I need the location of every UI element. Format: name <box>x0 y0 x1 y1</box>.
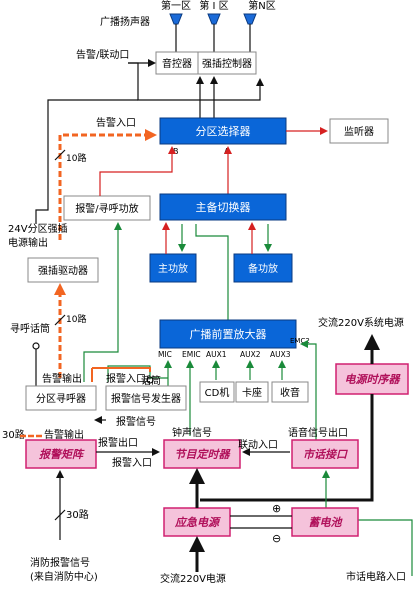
alarm-generator-box <box>105 385 187 411</box>
routes-10-mid-label: 10路 <box>66 313 86 325</box>
program-timer-label: 节目定时器 <box>175 448 232 461</box>
fire-alarm-line2: (来自消防中心) <box>30 570 98 583</box>
mic-icon <box>146 376 154 384</box>
emergency-power-box <box>163 507 231 537</box>
speaker-icon <box>243 13 257 25</box>
backup-amp-box <box>233 253 293 283</box>
port-a-label: A <box>224 147 230 156</box>
main-amp-box <box>149 253 197 283</box>
link-input-label: 联动入口 <box>238 439 278 451</box>
power-sequencer-label: 电源时序器 <box>345 373 402 386</box>
cd-label: CD机 <box>205 386 230 399</box>
cassette-label: 卡座 <box>242 386 262 399</box>
alarm-input-timer-label: 报警入口 <box>112 456 152 469</box>
battery-label: 蓄电池 <box>309 516 344 529</box>
alarm-matrix-box <box>25 439 97 469</box>
forced-driver-label: 强插驱动器 <box>38 264 88 277</box>
aux1-label: AUX1 <box>206 350 227 359</box>
speaker-zone-label: 第一区 <box>161 0 191 12</box>
speaker-icon <box>169 13 183 25</box>
speaker-icon <box>207 13 221 25</box>
alarm-output-2-label: 告警输出 <box>44 428 84 441</box>
alarm-output-1-label: 告警输出 <box>42 372 82 385</box>
alarm-signal-label: 报警信号 <box>116 415 156 428</box>
forced-power-output-line2: 电源输出 <box>8 236 48 249</box>
radio-label: 收音 <box>280 386 300 399</box>
zone-selector-box <box>159 117 287 145</box>
mic-icon <box>32 342 40 350</box>
speaker-zone-n: 第N区 <box>243 0 276 25</box>
forced-driver-box <box>27 257 99 283</box>
alarm-bus-top <box>58 129 157 240</box>
speaker-zone-1: 第一区 <box>161 0 191 25</box>
emc2-label: EMC2 <box>290 337 310 345</box>
radio-box <box>271 381 309 403</box>
cassette-box <box>235 381 269 403</box>
battery-box <box>291 507 359 537</box>
preamp-label: 广播前置放大器 <box>190 327 267 341</box>
speaker-zone-label: 第N区 <box>248 0 275 12</box>
forced-controller-box <box>197 51 257 75</box>
speakers-label: 广播扬声器 <box>100 15 150 28</box>
mic-small-label: 话筒 <box>141 374 161 387</box>
zone-pager-label: 分区寻呼器 <box>36 393 86 405</box>
forced-power-line <box>35 99 138 224</box>
routes-10-top-label: 10路 <box>66 152 86 164</box>
alarm-link-port-label: 告警/联动口 <box>76 48 129 61</box>
alarm-generator-label: 报警信号发生器 <box>111 392 181 405</box>
aux2-label: AUX2 <box>240 350 261 359</box>
routes-30-left-label: 30路 <box>2 428 25 441</box>
phone-interface-label: 市话接口 <box>303 448 348 461</box>
zone-pager-box <box>25 385 97 411</box>
voice-signal-out-label: 语音信号出口 <box>288 426 348 439</box>
cd-box <box>199 381 235 403</box>
monitor-box <box>329 118 389 144</box>
volume-controller-label: 音控器 <box>162 57 192 70</box>
phone-interface-box <box>291 439 359 469</box>
forced-controller-label: 强插控制器 <box>202 57 252 70</box>
main-amp-label: 主功放 <box>158 262 188 275</box>
master-switch-label: 主备切换器 <box>196 200 251 214</box>
port-b-label: B <box>173 147 179 156</box>
routes-30-bottom-label: 30路 <box>66 508 89 521</box>
forced-power-output-line1: 24V分区强插 <box>8 222 68 235</box>
program-timer-box <box>163 439 241 469</box>
backup-amp-label: 备功放 <box>248 262 278 275</box>
alarm-amp-box <box>63 195 151 221</box>
master-switch-box <box>159 193 287 221</box>
speaker-zone-label: 第 I 区 <box>199 0 228 12</box>
phone-line-in-label: 市话电路入口 <box>346 570 406 583</box>
alarm-matrix-label: 报警矩阵 <box>39 448 85 461</box>
preamp-box <box>159 319 297 349</box>
ac220-input-label: 交流220V电源 <box>160 572 226 585</box>
mic-in-label: MIC <box>158 350 172 359</box>
alarm-output-matrix-label: 报警出口 <box>98 436 138 449</box>
minus-label: ⊖ <box>272 532 281 545</box>
ac220-system-label: 交流220V系统电源 <box>318 316 404 329</box>
emergency-power-label: 应急电源 <box>174 516 221 529</box>
alarm-amp-label: 报警/寻呼功放 <box>75 202 138 215</box>
bell-signal-label: 钟声信号 <box>172 426 212 439</box>
plus-label: ⊕ <box>272 502 281 515</box>
alarm-input-gen-label: 报警入口 <box>106 372 146 385</box>
speaker-zone-i: 第 I 区 <box>199 0 229 25</box>
monitor-label: 监听器 <box>344 125 374 138</box>
aux3-label: AUX3 <box>270 350 291 359</box>
zone-selector-label: 分区选择器 <box>196 124 251 138</box>
fire-alarm-line1: 消防报警信号 <box>30 556 90 569</box>
emic-in-label: EMIC <box>182 350 201 359</box>
power-sequencer-box <box>335 363 409 395</box>
paging-mic-label: 寻呼话筒 <box>10 322 50 335</box>
alarm-input-top-label: 告警入口 <box>96 116 136 129</box>
